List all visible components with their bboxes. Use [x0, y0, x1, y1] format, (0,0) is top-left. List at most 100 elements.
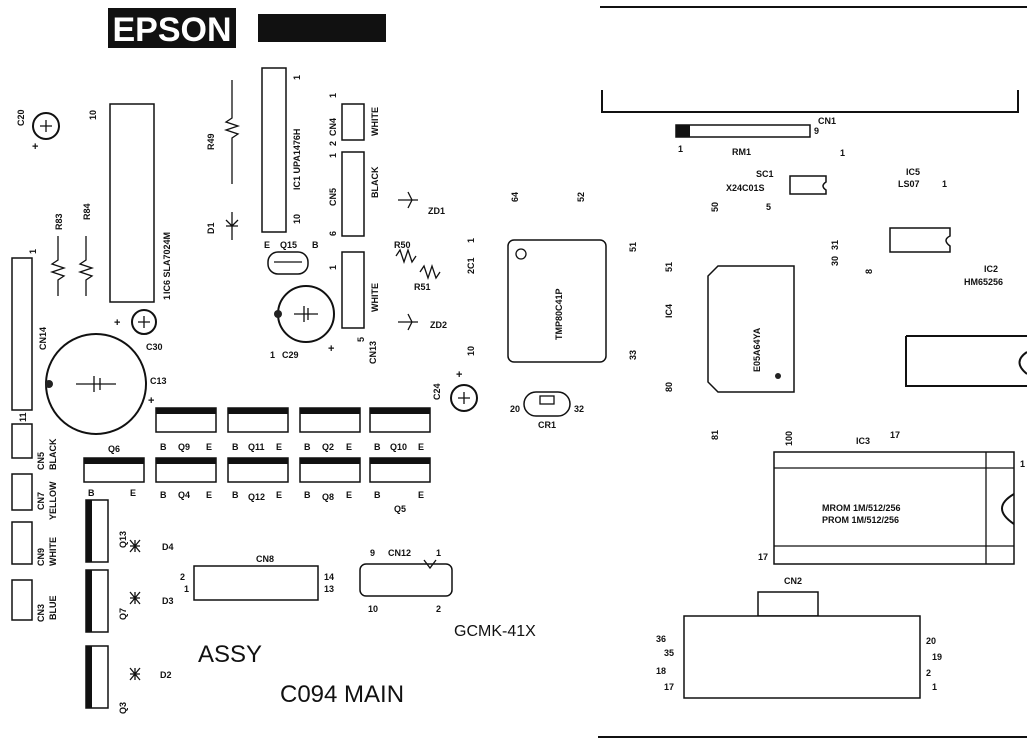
zd1-label: ZD1	[428, 206, 445, 216]
cn14-label: CN14	[38, 327, 48, 350]
q11-b: B	[232, 442, 239, 452]
cn3-label: CN3	[36, 604, 46, 622]
cn3-body	[11, 579, 33, 621]
transistor-row-2	[83, 457, 431, 483]
r83-symbol	[49, 236, 67, 296]
ic3-pin17-top: 17	[890, 430, 900, 440]
redacted-bar	[258, 14, 386, 42]
cn8-pin14: 14	[324, 572, 334, 582]
cn14-pin1: 1	[28, 249, 38, 254]
cn8-body	[193, 565, 319, 601]
q9-b: B	[160, 442, 167, 452]
q15-e: E	[264, 240, 270, 250]
cn14-pin11: 11	[18, 412, 28, 422]
sc1-body	[789, 175, 827, 195]
c29-label: C29	[282, 350, 299, 360]
q6-label: Q6	[108, 444, 120, 454]
cn2-tab	[757, 591, 819, 617]
cr1-label: CR1	[538, 420, 556, 430]
ic1-pin1: 1	[292, 75, 302, 80]
ic4-part: E05A64YA	[752, 327, 762, 372]
ic6-pin1: 1	[162, 295, 172, 300]
q9-label: Q9	[178, 442, 190, 452]
ic3-notch	[1001, 493, 1015, 525]
ic3-prom: PROM 1M/512/256	[822, 515, 899, 525]
r84-label: R84	[82, 203, 92, 220]
cn13-pin1: 1	[328, 265, 338, 270]
r49-label: R49	[206, 133, 216, 150]
q13-tab	[86, 500, 92, 562]
d2-symbol	[129, 667, 141, 681]
c29-pin: 1	[270, 350, 275, 360]
board-name: C094 MAIN	[280, 681, 404, 708]
q5-label: Q5	[394, 504, 406, 514]
2c1-part: TMP80C41P	[554, 288, 564, 340]
ic1-label: IC1 UPA1476H	[292, 129, 302, 190]
cn1-label: CN1	[818, 116, 836, 126]
cn5-color: BLACK	[370, 166, 380, 198]
cn7-color: YELLOW	[48, 481, 58, 520]
q6-b: B	[88, 488, 95, 498]
cr1-pin32: 32	[574, 404, 584, 414]
c30-mark	[138, 316, 150, 328]
cn2-pin19: 19	[932, 652, 942, 662]
ic1-body	[261, 67, 287, 233]
pcb-code: GCMK-41X	[454, 623, 536, 640]
ic5-body	[889, 227, 951, 253]
q5-b: B	[374, 490, 381, 500]
c20-body	[32, 112, 60, 140]
c13-marker	[45, 380, 53, 388]
c13-plus: +	[148, 395, 154, 407]
ic2-body	[905, 335, 1027, 387]
2c1-pin1-dot	[515, 248, 527, 260]
q11-e: E	[276, 442, 282, 452]
rm1-body	[675, 124, 811, 138]
r51-symbol	[419, 263, 441, 281]
cn2-pin36: 36	[656, 634, 666, 644]
cn4-pin1: 1	[328, 93, 338, 98]
q7-tab	[86, 570, 92, 632]
zd1-symbol	[398, 191, 418, 209]
r83-label: R83	[54, 213, 64, 230]
ic2-part: HM65256	[964, 277, 1003, 287]
r49-symbol	[223, 80, 241, 184]
2c1-pin1: 1	[466, 238, 476, 243]
ic4-pin31: 31	[830, 240, 840, 250]
q8-label: Q8	[322, 492, 334, 502]
cn4-color: WHITE	[370, 107, 380, 136]
ic4-pin30: 30	[830, 256, 840, 266]
2c1-pin10: 10	[466, 346, 476, 356]
ic4-pin33: 33	[628, 350, 638, 360]
ic5-pin1: 1	[942, 179, 947, 189]
q15-body	[267, 251, 309, 275]
d4-label: D4	[162, 542, 174, 552]
c24-mark	[458, 392, 470, 404]
c29-plus: +	[328, 343, 334, 355]
c20-label: C20	[16, 109, 26, 126]
transistor-row-1	[155, 407, 431, 433]
ic6-label: IC6 SLA7024M	[162, 232, 172, 294]
cn8-label: CN8	[256, 554, 274, 564]
sc1-label: SC1	[756, 169, 774, 179]
ic5-part: LS07	[898, 179, 920, 189]
cn4-label: CN4	[328, 118, 338, 136]
cn7-body	[11, 473, 33, 511]
ic2-label: IC2	[984, 264, 998, 274]
cn5b-body	[11, 423, 33, 459]
q2-b: B	[304, 442, 311, 452]
2c1-label: 2C1	[466, 257, 476, 274]
ic1-pin10: 10	[292, 214, 302, 224]
c29-marker	[274, 310, 282, 318]
assy-label: ASSY	[198, 641, 262, 668]
cn2-pin20: 20	[926, 636, 936, 646]
cn5b-label: CN5	[36, 452, 46, 470]
c20-mark	[40, 120, 52, 132]
c13-label: C13	[150, 376, 167, 386]
c29-symbol	[294, 306, 318, 322]
cn4-pin2: 2	[328, 141, 338, 146]
r50-symbol	[395, 247, 417, 265]
q9-e: E	[206, 442, 212, 452]
q15-label: Q15	[280, 240, 297, 250]
zd2-label: ZD2	[430, 320, 447, 330]
d1-symbol	[225, 212, 239, 240]
